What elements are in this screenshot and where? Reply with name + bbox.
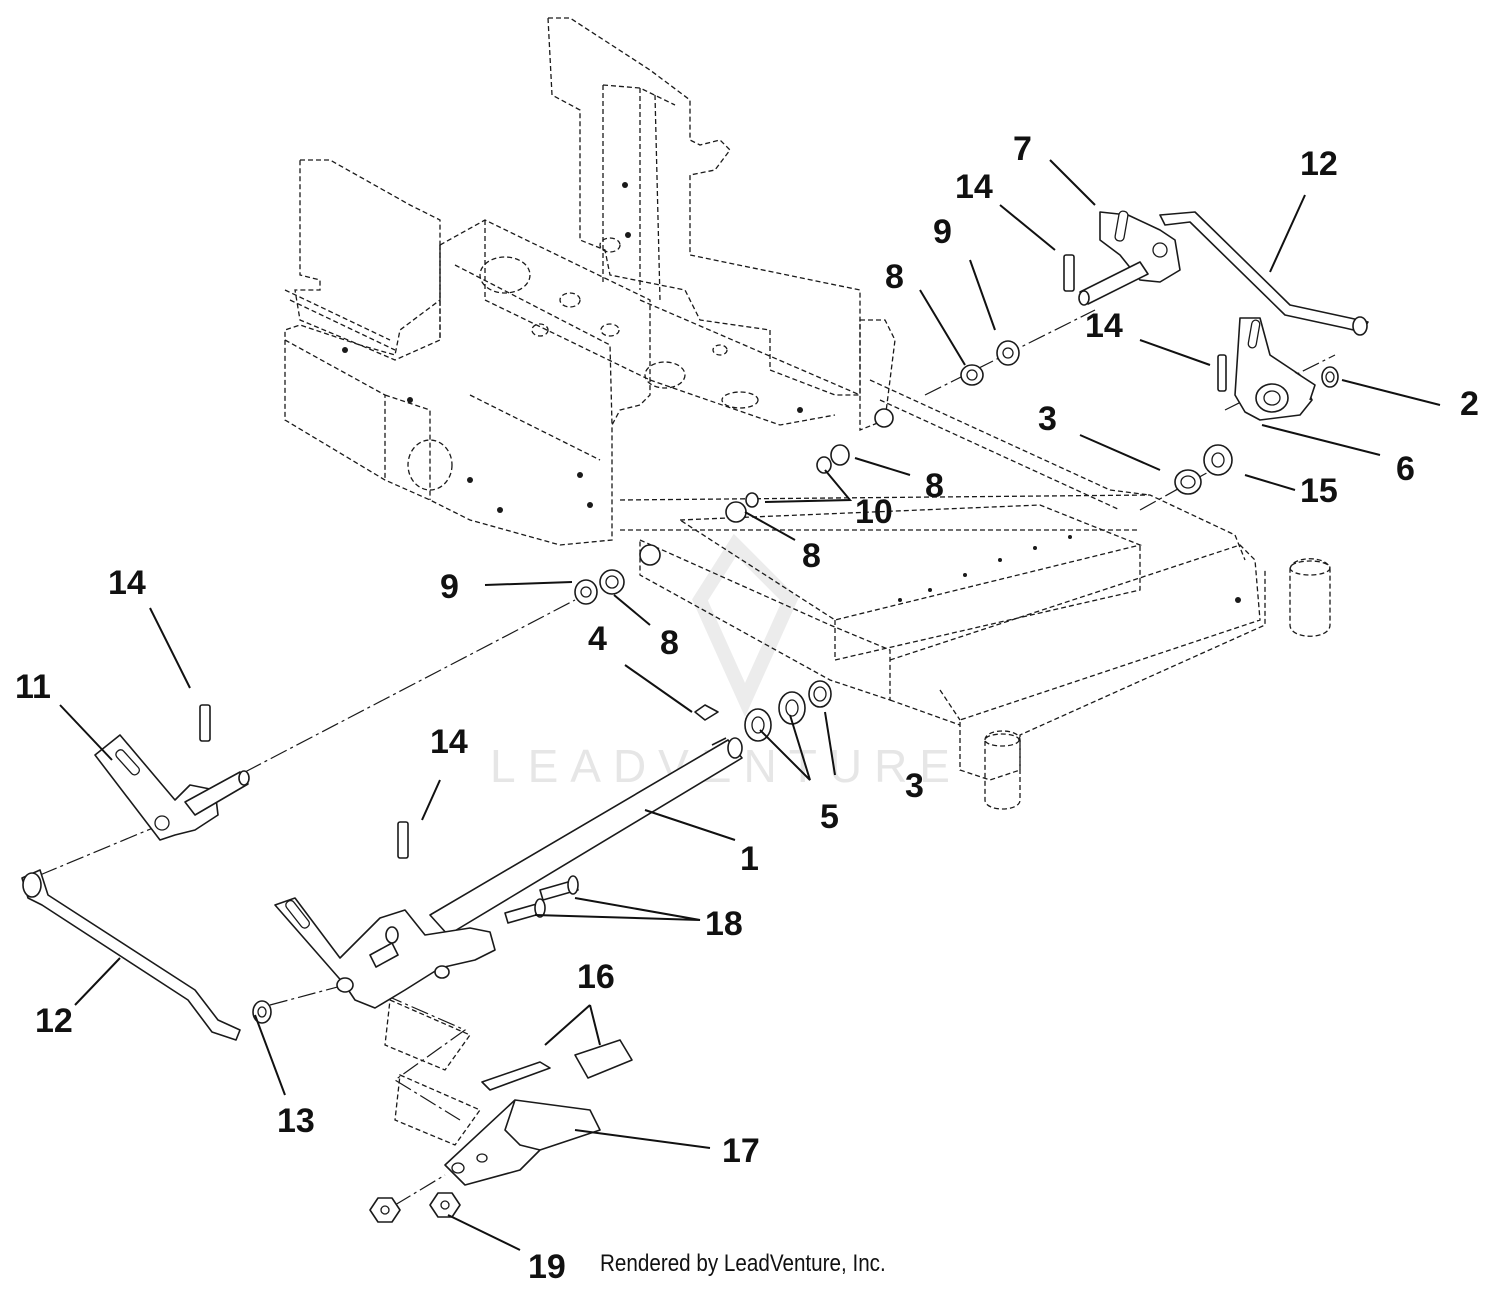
callout-14-far-left: 14 [108,564,146,602]
part-17-pedal [444,1099,601,1186]
callout-14-top: 14 [955,168,993,206]
callout-8-top: 8 [885,258,904,296]
callout-15: 15 [1300,472,1338,510]
part-6-right-bracket [1234,317,1316,421]
part-12-right-link-rod [1159,211,1369,336]
part-13-washer [252,1000,272,1024]
callout-11: 11 [15,668,51,706]
mower-frame [284,17,1331,810]
callout-8-middle: 8 [802,537,821,575]
callout-19: 19 [528,1248,566,1286]
callout-9-left: 9 [440,568,459,606]
callout-17: 17 [722,1132,760,1170]
part-2-clip [1321,366,1339,388]
callout-5: 5 [820,798,839,836]
callout-10: 10 [855,493,893,531]
part-8-9-10-bushings [574,340,1020,605]
callout-13: 13 [277,1102,315,1140]
callout-1: 1 [740,840,759,878]
frame-holes [342,182,1241,603]
callout-14-left: 14 [430,723,468,761]
part-7-right-lift-arm [1078,210,1181,306]
callout-2: 2 [1460,385,1479,423]
callout-4: 4 [588,620,607,658]
part-3-15-bushings-rear [1174,444,1233,495]
part-4-key [694,704,719,721]
part-1-cross-shaft [429,737,743,936]
leader-lines [59,159,1441,1251]
part-16-pedal-pads [481,1039,633,1091]
part-3-5-bushings-front [744,680,832,742]
callout-3-front: 3 [905,767,924,805]
callout-6: 6 [1396,450,1415,488]
callout-7: 7 [1013,130,1032,168]
callout-numbers: 1 2 3 3 4 5 6 7 8 8 8 8 9 9 10 11 12 12 … [15,130,1479,1286]
pedal-lever-assembly [274,897,496,1146]
callout-9-top: 9 [933,213,952,251]
callout-12-left: 12 [35,1002,73,1040]
part-11-left-lift-arm [94,734,250,841]
callout-18: 18 [705,905,743,943]
callout-8-right: 8 [925,467,944,505]
part-12-left-link-rod [21,869,241,1041]
part-14-roll-pins [199,254,1227,859]
callout-12-right: 12 [1300,145,1338,183]
part-19-nuts [369,1192,461,1223]
render-credit: Rendered by LeadVenture, Inc. [600,1250,886,1277]
part-18-bolts [504,875,579,924]
callout-8-left: 8 [660,624,679,662]
callout-14-right: 14 [1085,307,1123,345]
callout-16: 16 [577,958,615,996]
callout-3-rear: 3 [1038,400,1057,438]
